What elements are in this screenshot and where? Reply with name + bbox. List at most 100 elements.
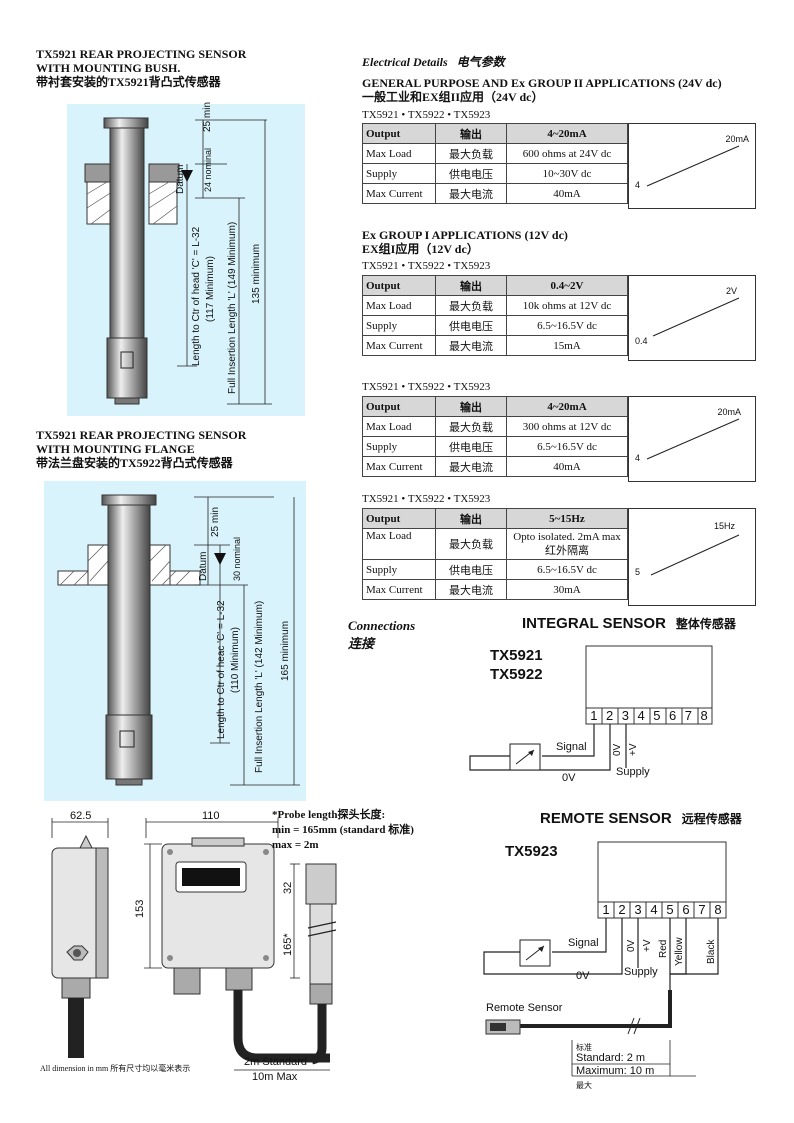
cell-value: 4~20mA [506,123,628,144]
terminal-8: 8 [700,708,708,723]
electrical-title: Electrical Details [362,55,448,69]
output-graph-1: 20mA 4 [628,123,756,209]
remote-sensor-label: Remote Sensor [486,1002,563,1014]
enclosure-drawing: 62.5 110 153 32 165* 2m Standard 10m Max [30,808,350,1088]
terminal-2: 2 [606,708,614,723]
bush-title-cn: 带衬套安装的TX5921背凸式传感器 [36,75,221,89]
remote-maximum: Maximum: 10 m [576,1065,655,1077]
remote-0v-label: 0V [576,970,590,982]
output-graph-2: 2V 0.4 [628,275,756,361]
integral-0v-label: 0V [562,772,576,784]
remote-title-cn: 远程传感器 [681,812,742,826]
remote-term-yellow: Yellow [674,937,685,966]
integral-title: INTEGRAL SENSOR [522,615,666,632]
remote-max-cn: 最大 [576,1081,592,1090]
cell-value: 6.5~16.5V dc [506,559,628,580]
cell-label: Supply [362,436,436,457]
flange-title-line1: TX5921 REAR PROJECTING SENSOR [36,428,247,442]
remote-terminal-5: 5 [666,902,674,917]
integral-model-1: TX5921 [490,647,543,664]
bush-dim-nominal: 24 nominal [203,147,213,192]
connections-title-cn: 连接 [348,636,375,651]
cell-cn: 最大负载 [435,295,507,316]
remote-terminal-3: 3 [634,902,642,917]
graph-top-label: 20mA [725,134,749,144]
terminal-4: 4 [637,708,645,723]
graph-top-label: 15Hz [713,521,735,531]
cable-max-label: 10m Max [252,1071,298,1083]
remote-standard-cn: 标准 [576,1043,592,1052]
cell-value: 40mA [506,456,628,477]
terminal-1: 1 [590,708,598,723]
terminal-6: 6 [669,708,677,723]
remote-term-0v: 0V [626,939,637,952]
cable-standard-label: 2m Standard [244,1056,307,1068]
cell-value: 0.4~2V [506,275,628,296]
cell-cn: 最大负载 [435,416,507,437]
dimension-note: All dimension in mm 所有尺寸均以毫米表示 [40,1064,191,1073]
cell-label: Supply [362,315,436,336]
electrical-title-cn: 电气参数 [456,55,505,69]
models-4: TX5921 • TX5922 • TX5923 [362,493,491,505]
probe-length-title: *Probe length探头长度: [272,809,386,821]
cell-cn: 输出 [435,123,507,144]
integral-model-2: TX5922 [490,666,543,683]
bush-insertion-label: Full Insertion Length 'L' (149 Minimum) [227,221,238,394]
bush-dim-top: 25 min [202,101,213,132]
dim-width-side: 62.5 [70,810,92,822]
integral-term-0v: 0V [612,743,623,756]
cell-value: 30mA [506,579,628,600]
flange-insertion-label: Full Insertion Length 'L' (142 Minimum) [254,600,265,773]
bush-min-label: 135 minimum [251,243,262,304]
output-graph-3: 20mA 4 [628,396,756,482]
remote-terminal-8: 8 [714,902,722,917]
terminal-5: 5 [653,708,661,723]
bush-length-label: Length to Ctr of head 'C' = L-32 [191,226,202,366]
cell-label: Max Current [362,183,436,204]
cell-label: Output [362,123,436,144]
connections-title: Connections [348,618,416,633]
cell-cn: 最大负载 [435,143,507,164]
cell-label: Max Load [362,143,436,164]
bush-drawing-panel: 25 min Datum 24 nominal Length to Ctr of… [67,101,305,416]
bush-title-line2: WITH MOUNTING BUSH. [36,61,181,75]
cell-cn: 供电电压 [435,315,507,336]
dim-height-front: 153 [134,899,146,918]
flange-dim-nominal: 30 nominal [232,536,242,581]
graph-top-label: 2V [725,286,737,296]
cell-value-cn: 红外隔离 [545,545,589,557]
sec1-title-cn: 一般工业和EX组II应用（24V dc） [362,90,544,104]
cell-label: Max Load [362,295,436,316]
remote-terminal-1: 1 [602,902,610,917]
dim-165: 165* [282,933,294,956]
bush-length-sub: (117 Minimum) [205,256,216,322]
cell-value: 15mA [506,335,628,356]
cell-label: Max Load [362,416,436,437]
cell-label: Max Load [362,528,436,560]
remote-term-red: Red [658,939,669,958]
cell-cn: 输出 [435,396,507,417]
graph-bottom-label: 0.4 [635,336,648,346]
integral-title-cn: 整体传感器 [675,617,736,631]
cell-label: Output [362,275,436,296]
sec2-title: Ex GROUP I APPLICATIONS (12V dc) [362,228,568,242]
remote-signal-label: Signal [568,937,599,949]
cell-value: 600 ohms at 24V dc [506,143,628,164]
cell-cn: 输出 [435,508,507,529]
cell-label: Max Current [362,335,436,356]
output-graph-4: 15Hz 5 [628,508,756,606]
flange-title-cn: 带法兰盘安装的TX5922背凸式传感器 [36,456,233,470]
remote-title: REMOTE SENSOR [540,810,672,827]
cell-value: 6.5~16.5V dc [506,436,628,457]
cell-cn: 供电电压 [435,436,507,457]
flange-dim-top: 25 min [210,506,221,537]
cell-value: 4~20mA [506,396,628,417]
cell-value: 40mA [506,183,628,204]
integral-signal-label: Signal [556,741,587,753]
remote-term-black: Black [706,939,717,964]
remote-standard: Standard: 2 m [576,1052,646,1064]
remote-terminal-7: 7 [698,902,706,917]
